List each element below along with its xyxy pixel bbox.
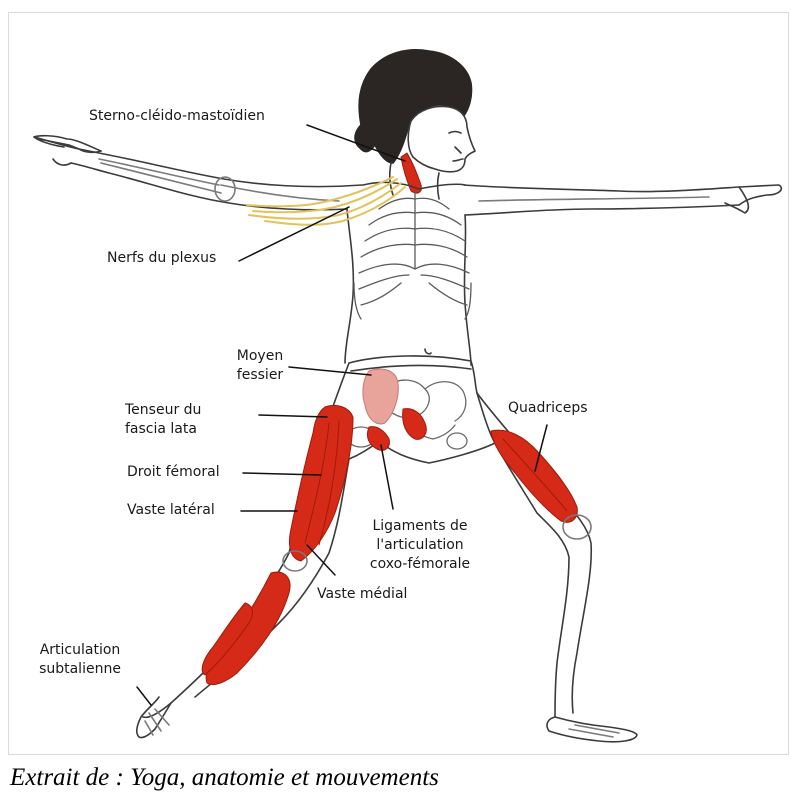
label-sterno-cleido-mastoidien: Sterno-cléido-mastoïdien <box>89 107 265 126</box>
label-vaste-lateral: Vaste latéral <box>127 501 215 520</box>
label-ligaments-line1: Ligaments de <box>361 517 479 536</box>
label-articulation-line1: Articulation <box>31 641 129 660</box>
label-moyen-line1: Moyen <box>231 347 289 366</box>
face <box>408 107 475 172</box>
left-lower-leg-muscles <box>206 572 290 684</box>
label-tenseur-line1: Tenseur du <box>125 401 201 420</box>
illustration-frame: Sterno-cléido-mastoïdien Nerfs du plexus… <box>8 12 789 755</box>
left-arm <box>34 136 362 187</box>
caption: Extrait de : Yoga, anatomie et mouvement… <box>10 763 439 793</box>
label-ligaments: Ligaments de l'articulation coxo-fémoral… <box>361 517 479 574</box>
right-arm <box>464 185 781 205</box>
label-vaste-medial: Vaste médial <box>317 585 407 604</box>
label-ligaments-line2: l'articulation <box>361 536 479 555</box>
label-droit-femoral: Droit fémoral <box>127 463 220 482</box>
label-articulation-line2: subtalienne <box>31 660 129 679</box>
label-articulation-subtalienne: Articulation subtalienne <box>31 641 129 679</box>
label-nerfs-du-plexus: Nerfs du plexus <box>107 249 216 268</box>
gluteus-medius <box>363 369 398 424</box>
hip-muscles <box>403 409 427 440</box>
left-foot <box>137 697 171 738</box>
label-tenseur-fascia-lata: Tenseur du fascia lata <box>125 401 201 439</box>
label-ligaments-line3: coxo-fémorale <box>361 555 479 574</box>
label-moyen-fessier: Moyen fessier <box>231 347 289 385</box>
label-tenseur-line2: fascia lata <box>125 420 201 439</box>
ribcage <box>354 193 471 319</box>
right-foot <box>547 717 637 742</box>
label-moyen-line2: fessier <box>231 366 289 385</box>
label-quadriceps: Quadriceps <box>508 399 588 418</box>
